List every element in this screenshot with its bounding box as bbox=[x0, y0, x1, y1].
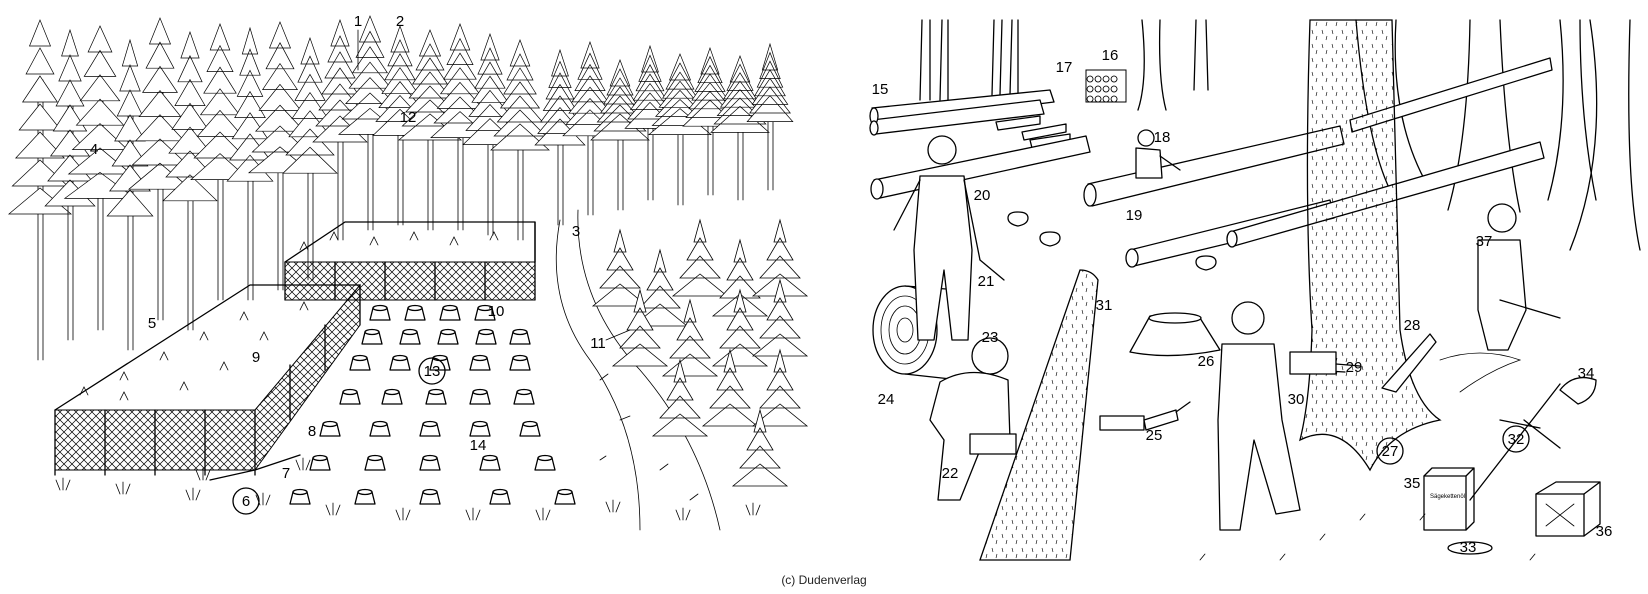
label-37: 37 bbox=[1476, 233, 1493, 250]
label-13: 13 bbox=[424, 363, 441, 380]
label-14: 14 bbox=[470, 437, 487, 454]
oil-can-35: Sägekettenöl bbox=[1423, 467, 1475, 531]
label-18: 18 bbox=[1154, 129, 1171, 146]
tree-trunk-being-felled bbox=[1299, 19, 1442, 472]
worker-20 bbox=[893, 135, 1005, 341]
forest-path bbox=[555, 209, 721, 531]
label-33: 33 bbox=[1460, 539, 1477, 556]
label-5: 5 bbox=[148, 315, 156, 332]
label-22: 22 bbox=[942, 465, 959, 482]
forest-plantation-panel bbox=[7, 15, 809, 531]
worker-26-chainsaw bbox=[1217, 301, 1361, 531]
tall-spruce-forest bbox=[7, 15, 794, 361]
label-32: 32 bbox=[1508, 431, 1525, 448]
label-circle-6 bbox=[232, 487, 260, 515]
label-25: 25 bbox=[1146, 427, 1163, 444]
brush-cutter bbox=[1447, 376, 1597, 555]
felling-lever bbox=[1381, 333, 1437, 393]
label-17: 17 bbox=[1056, 59, 1073, 76]
label-29: 29 bbox=[1346, 359, 1363, 376]
label-2: 2 bbox=[396, 13, 404, 30]
label-6: 6 bbox=[242, 493, 250, 510]
label-21: 21 bbox=[978, 273, 995, 290]
label-27: 27 bbox=[1382, 443, 1399, 460]
label-3: 3 bbox=[572, 223, 580, 240]
stumps-right bbox=[1007, 211, 1221, 357]
front-fenced-nursery bbox=[54, 283, 361, 481]
label-circle-27 bbox=[1376, 437, 1404, 465]
clearing-stumps bbox=[289, 304, 576, 505]
grass-tufts bbox=[55, 457, 761, 521]
timber-harvesting-panel: Sägekettenöl bbox=[869, 19, 1641, 561]
label-24: 24 bbox=[878, 391, 895, 408]
log-pile-15 bbox=[869, 89, 1055, 136]
hydraulic-jack-25 bbox=[1099, 401, 1191, 431]
label-30: 30 bbox=[1288, 391, 1305, 408]
branch bbox=[1439, 352, 1522, 393]
felled-logs bbox=[870, 57, 1553, 268]
worker-22-chainsaw bbox=[929, 337, 1017, 501]
label-35: 35 bbox=[1404, 475, 1421, 492]
fuel-canister-36 bbox=[1535, 481, 1601, 537]
can-label: Sägekettenöl bbox=[1430, 494, 1465, 500]
young-spruce-thicket bbox=[591, 218, 809, 487]
label-16: 16 bbox=[1102, 47, 1119, 64]
label-19: 19 bbox=[1126, 207, 1143, 224]
label-23: 23 bbox=[982, 329, 999, 346]
worker-37 bbox=[1477, 203, 1561, 351]
label-26: 26 bbox=[1198, 353, 1215, 370]
worker-18 bbox=[1135, 129, 1181, 179]
label-20: 20 bbox=[974, 187, 991, 204]
label-circle-32 bbox=[1502, 425, 1530, 453]
label-15: 15 bbox=[872, 81, 889, 98]
label-10: 10 bbox=[488, 303, 505, 320]
label-8: 8 bbox=[308, 423, 316, 440]
label-12: 12 bbox=[400, 109, 417, 126]
label-34: 34 bbox=[1578, 365, 1595, 382]
label-9: 9 bbox=[252, 349, 260, 366]
label-28: 28 bbox=[1404, 317, 1421, 334]
label-36: 36 bbox=[1596, 523, 1613, 540]
cut-tree-trunk-31 bbox=[979, 269, 1099, 561]
rear-fenced-nursery bbox=[284, 221, 536, 301]
label-circle-13 bbox=[418, 357, 446, 385]
copyright-notice: (c) Dudenverlag bbox=[781, 573, 867, 587]
label-4: 4 bbox=[90, 141, 98, 158]
label-11: 11 bbox=[590, 335, 606, 352]
label-7: 7 bbox=[282, 465, 290, 482]
label-1: 1 bbox=[354, 13, 362, 30]
label-31: 31 bbox=[1096, 297, 1113, 314]
stacked-wood-16 bbox=[1085, 69, 1127, 103]
